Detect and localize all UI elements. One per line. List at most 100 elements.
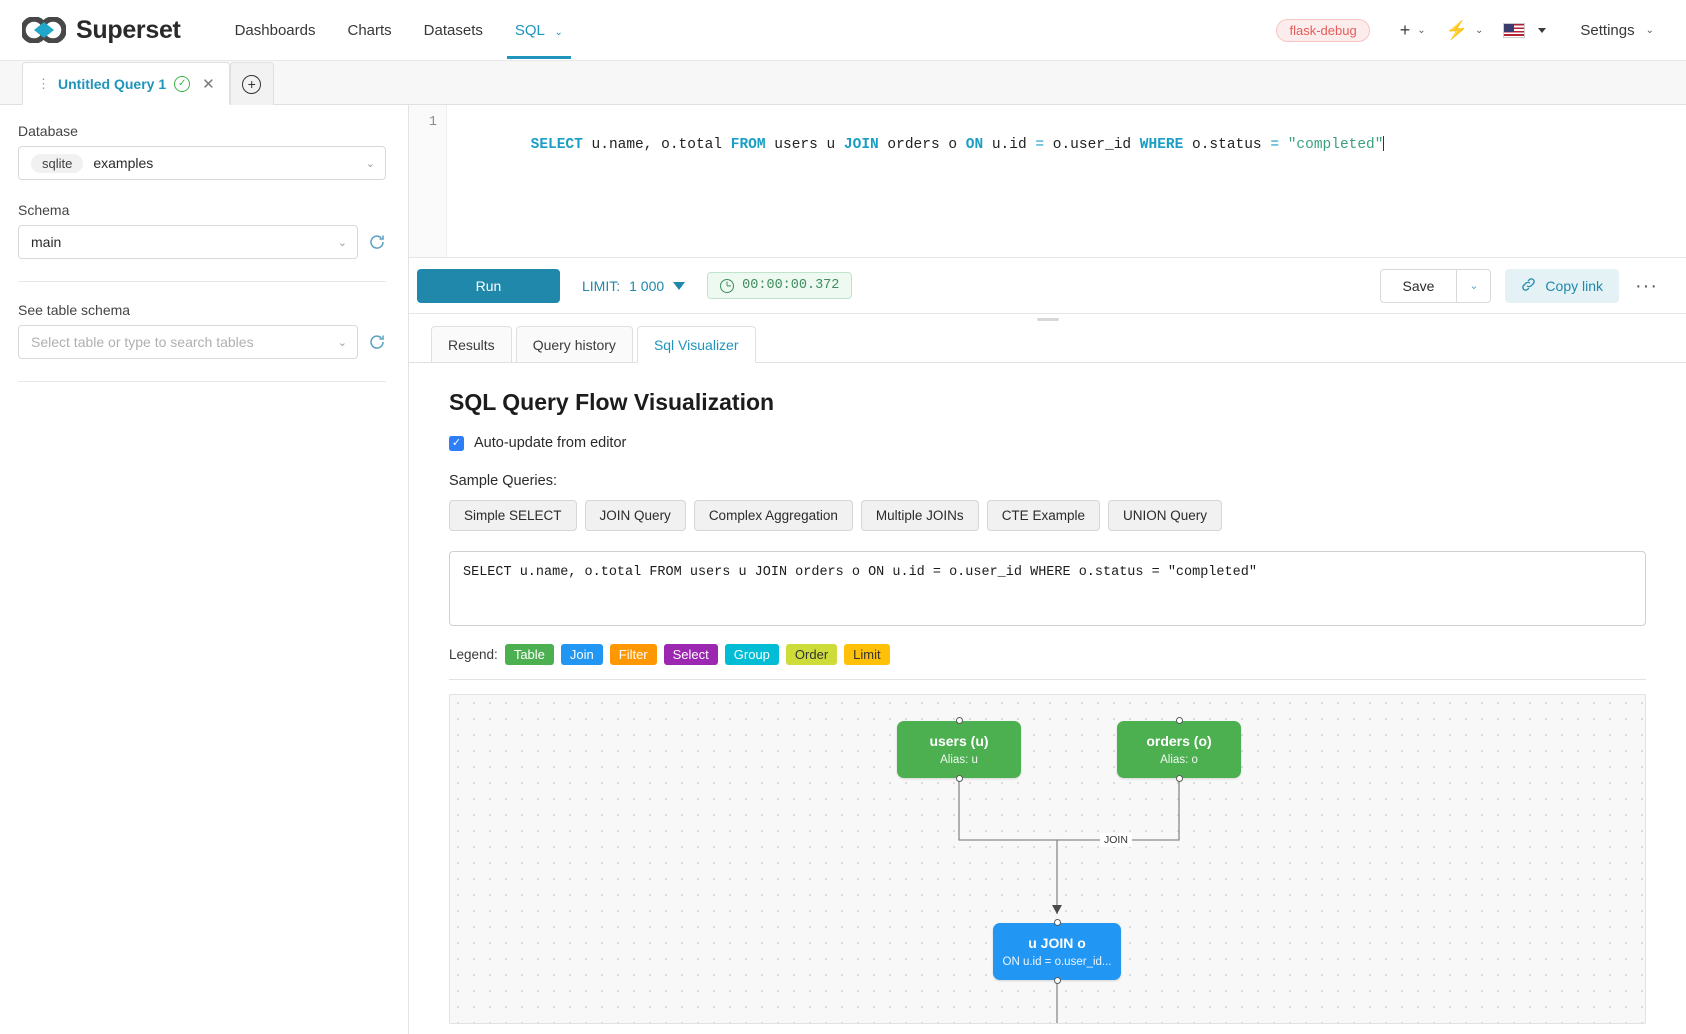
flow-node-users[interactable]: users (u) Alias: u [897, 717, 1021, 782]
refresh-tables-icon[interactable] [368, 333, 386, 351]
table-schema-label: See table schema [18, 302, 131, 318]
plus-circle-icon: + [242, 74, 262, 94]
tab-results[interactable]: Results [431, 326, 512, 363]
sql-token [1279, 137, 1288, 153]
new-menu-button[interactable]: + ⌄ [1390, 14, 1436, 47]
run-button[interactable]: Run [417, 268, 560, 303]
sql-code-text: SELECT u.name, o.total FROM users u JOIN… [531, 137, 1384, 153]
nav-link-dashboards[interactable]: Dashboards [234, 21, 316, 39]
limit-dropdown[interactable]: LIMIT: 1 000 [582, 277, 686, 294]
sample-query-union-query[interactable]: UNION Query [1107, 500, 1222, 531]
flow-node-subtitle: Alias: u [940, 754, 978, 766]
database-select[interactable]: sqlite examples ⌄ [18, 146, 386, 180]
flow-node-title: users (u) [929, 733, 989, 749]
save-button-group: Save ⌄ [1379, 268, 1492, 303]
sample-query-cte-example[interactable]: CTE Example [986, 500, 1100, 531]
schema-label: Schema [18, 202, 70, 218]
flow-canvas[interactable]: JOIN users (u) Alias: u orders (o) Alias… [449, 694, 1646, 1024]
nav-link-sql[interactable]: SQL ⌄ [499, 2, 579, 59]
panel-resize-handle[interactable] [409, 314, 1686, 325]
copy-link-button[interactable]: Copy link [1505, 268, 1620, 303]
sql-token: JOIN [843, 137, 879, 153]
sql-token: = [1270, 137, 1280, 153]
sql-visualizer-panel: SQL Query Flow Visualization ✓ Auto-upda… [409, 363, 1686, 1034]
sql-editor[interactable]: 1 SELECT u.name, o.total FROM users u JO… [409, 105, 1686, 258]
editor-toolbar: Run LIMIT: 1 000 00:00:00.372 Save ⌄ [409, 258, 1686, 314]
settings-label: Settings [1580, 21, 1635, 39]
nav-link-sql-label: SQL [514, 21, 545, 39]
chevron-down-icon: ⌄ [1417, 24, 1426, 36]
auto-update-label: Auto-update from editor [474, 435, 627, 451]
table-schema-row: Select table or type to search tables ⌄ [18, 325, 386, 359]
sql-token: u.name, o.total [582, 137, 731, 153]
nav-link-charts[interactable]: Charts [347, 21, 392, 39]
chevron-down-icon: ⌄ [1469, 280, 1479, 292]
port-icon [1175, 717, 1183, 724]
sample-query-complex-aggregation[interactable]: Complex Aggregation [693, 500, 853, 531]
editor-code-line[interactable]: SELECT u.name, o.total FROM users u JOIN… [447, 105, 1686, 257]
clock-icon [720, 278, 735, 293]
refresh-schema-icon[interactable] [368, 233, 386, 251]
bolt-menu-button[interactable]: ⚡ ⌄ [1436, 14, 1494, 47]
sample-query-simple-select[interactable]: Simple SELECT [449, 500, 577, 531]
sql-token: o.user_id [1044, 137, 1140, 153]
sample-query-multiple-joins[interactable]: Multiple JOINs [860, 500, 979, 531]
limit-label: LIMIT: [582, 277, 621, 294]
flow-node-title: orders (o) [1146, 733, 1212, 749]
table-select[interactable]: Select table or type to search tables ⌄ [18, 325, 358, 359]
legend-divider [449, 679, 1646, 680]
flow-node-subtitle: ON u.id = o.user_id... [1002, 956, 1112, 968]
tab-query-history[interactable]: Query history [515, 326, 633, 363]
sql-token: = [1035, 137, 1045, 153]
chevron-down-icon: ⌄ [337, 236, 347, 249]
sql-token: "completed" [1287, 137, 1384, 153]
toolbar-right: Save ⌄ Copy link ··· [1379, 268, 1665, 303]
flow-node-orders[interactable]: orders (o) Alias: o [1117, 717, 1241, 782]
settings-menu[interactable]: Settings ⌄ [1556, 10, 1664, 51]
caret-down-icon [1538, 27, 1547, 33]
legend-chip-group: Group [724, 644, 779, 665]
sql-token: SELECT [530, 137, 583, 153]
sql-token: WHERE [1139, 137, 1184, 153]
top-navbar: Superset Dashboards Charts Datasets SQL … [0, 0, 1686, 61]
status-badge-debug: flask-debug [1276, 18, 1370, 42]
sample-query-join-query[interactable]: JOIN Query [584, 500, 686, 531]
sample-queries-row: Simple SELECT JOIN Query Complex Aggrega… [449, 500, 1646, 531]
nav-link-datasets[interactable]: Datasets [423, 21, 483, 39]
close-icon[interactable]: ✕ [202, 75, 215, 93]
legend-chip-select: Select [663, 644, 718, 665]
more-options-button[interactable]: ··· [1635, 274, 1658, 297]
bolt-icon: ⚡ [1445, 19, 1469, 40]
chevron-down-icon: ⌄ [554, 26, 563, 38]
chevron-down-icon: ⌄ [1645, 24, 1654, 36]
chevron-down-icon: ⌄ [365, 157, 375, 170]
sql-token: ON [965, 137, 984, 153]
schema-row: main ⌄ [18, 225, 386, 259]
query-tab-strip: ⋮ Untitled Query 1 ✓ ✕ + [0, 61, 1686, 105]
sql-token: o.status [1183, 137, 1271, 153]
flow-node-join[interactable]: u JOIN o ON u.id = o.user_id... [993, 919, 1121, 984]
superset-logo-icon [22, 17, 66, 43]
port-icon [1175, 775, 1183, 782]
page-title: SQL Query Flow Visualization [449, 389, 775, 415]
brand-logo[interactable]: Superset [22, 16, 181, 45]
schema-select[interactable]: main ⌄ [18, 225, 358, 259]
chevron-down-icon: ⌄ [337, 336, 347, 349]
right-panel: 1 SELECT u.name, o.total FROM users u JO… [409, 105, 1686, 1034]
line-number: 1 [428, 115, 437, 130]
language-selector[interactable] [1493, 17, 1556, 44]
sql-token: orders o [878, 137, 966, 153]
add-query-tab-button[interactable]: + [229, 62, 274, 105]
sql-input-textarea[interactable] [449, 551, 1646, 626]
query-tab-untitled-query-1[interactable]: ⋮ Untitled Query 1 ✓ ✕ [22, 62, 230, 105]
flow-node-subtitle: Alias: o [1160, 754, 1198, 766]
brand-title: Superset [76, 15, 181, 44]
sample-queries-label: Sample Queries: [449, 473, 557, 489]
tab-sql-visualizer[interactable]: Sql Visualizer [636, 326, 756, 363]
drag-handle-icon[interactable]: ⋮ [37, 75, 50, 91]
save-button[interactable]: Save [1379, 268, 1458, 303]
legend-chip-table: Table [504, 644, 554, 665]
auto-update-checkbox[interactable]: ✓ [449, 435, 464, 451]
check-circle-icon: ✓ [174, 75, 191, 92]
save-dropdown-button[interactable]: ⌄ [1457, 268, 1492, 303]
